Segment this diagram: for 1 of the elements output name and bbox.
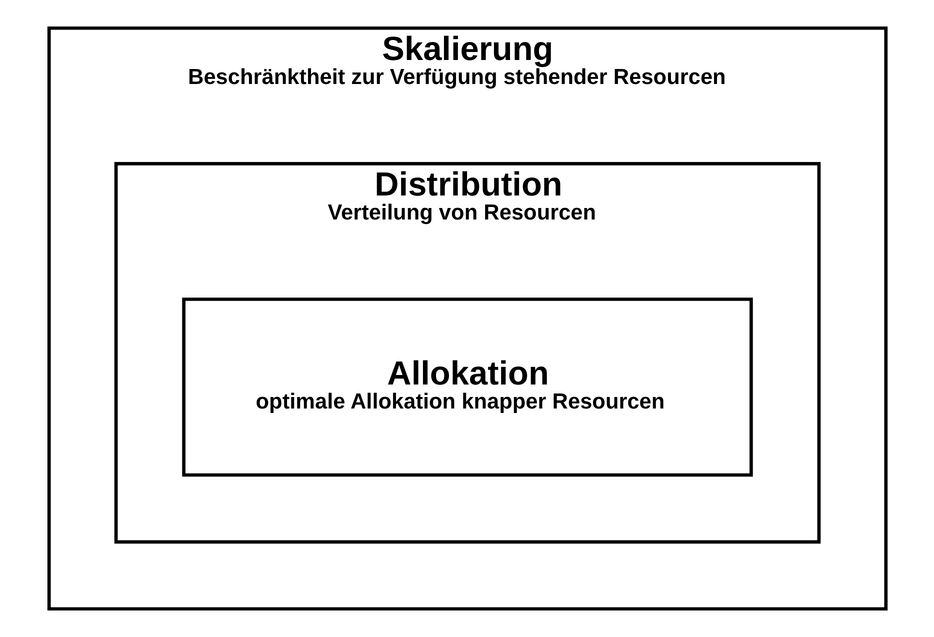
node-box: Allokation optimale Allokation knapper Resourcen	[182, 298, 752, 477]
